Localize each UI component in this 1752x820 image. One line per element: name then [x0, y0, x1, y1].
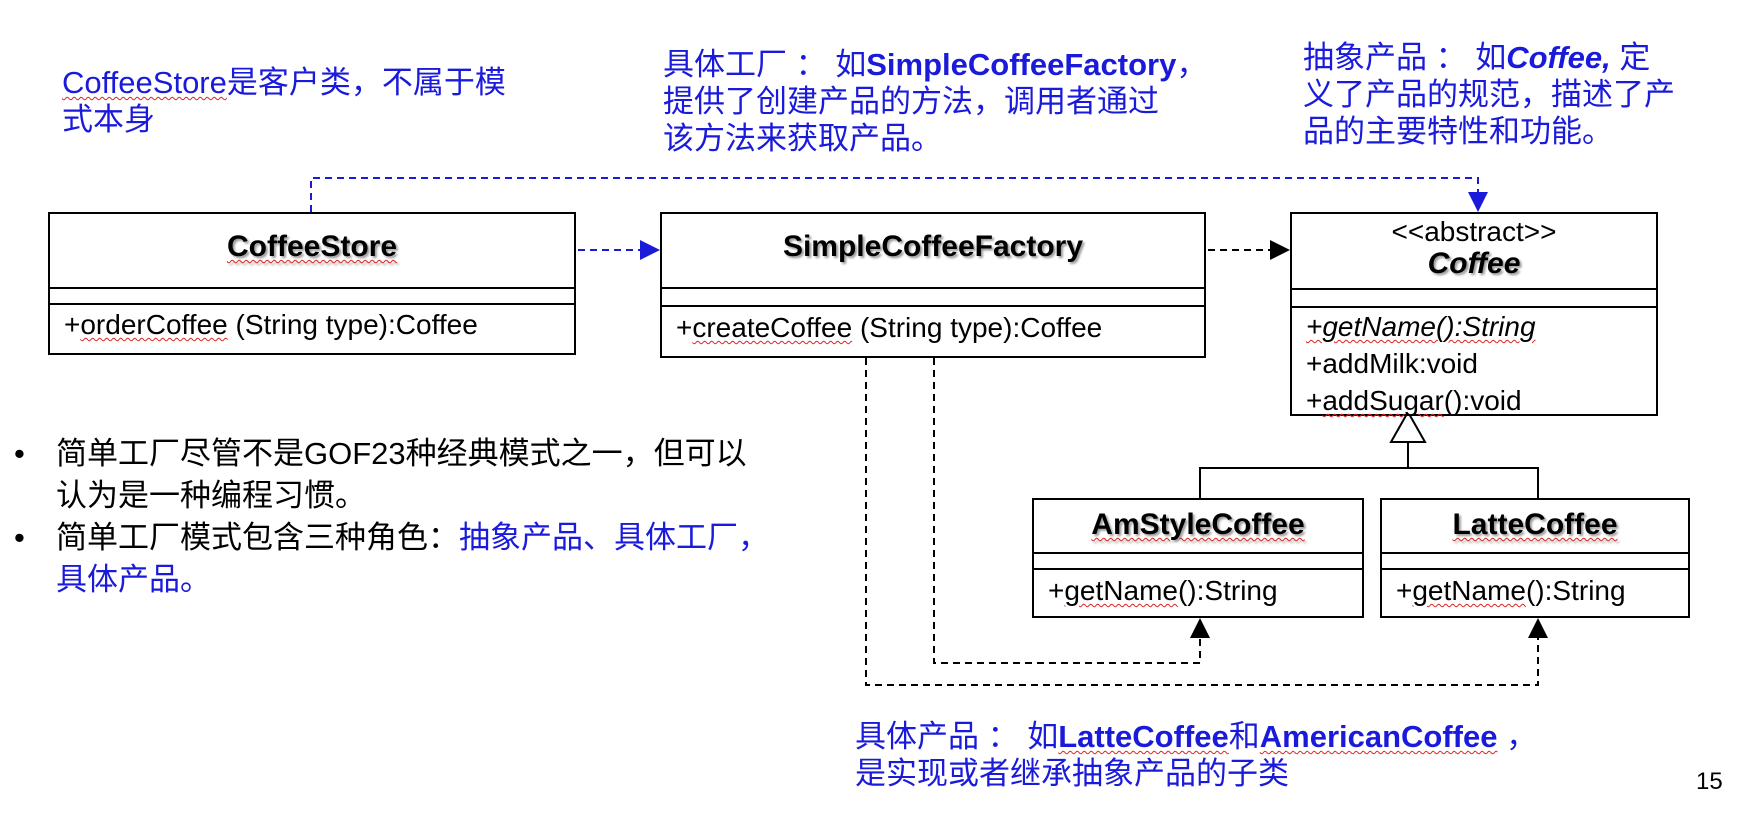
factory-note-line3: 该方法来获取产品。 [663, 121, 942, 156]
abstract-note-prefix: 抽象产品 ： 如 [1303, 40, 1507, 75]
class-amstylecoffee: AmStyleCoffee +getName():String [1032, 498, 1364, 618]
abstract-note: 抽象产品 ： 如Coffee, 定 义了产品的规范，描述了产 品的主要特性和功能… [1303, 39, 1675, 150]
class-coffee: <<abstract>> Coffee +getName():String +a… [1290, 212, 1658, 416]
concrete-note-american: AmericanCoffee [1259, 719, 1498, 754]
generalization-triangle [1389, 409, 1427, 443]
factory-note-class: SimpleCoffeeFactory [866, 47, 1177, 82]
factory-note-line2: 提供了创建产品的方法，调用者通过 [663, 84, 1159, 119]
am-header: AmStyleCoffee [1034, 500, 1362, 554]
coffee-op-addsugar: +addSugar():void [1306, 385, 1522, 416]
concrete-note-line2: 是实现或者继承抽象产品的子类 [855, 756, 1289, 791]
factory-note-comma: ， [1176, 47, 1208, 82]
coffee-header: <<abstract>> Coffee [1292, 214, 1656, 290]
factory-to-latte-dependency [865, 358, 1548, 686]
coffee-name: Coffee [1427, 247, 1521, 280]
coffee-op-addmilk: +addMilk:void [1306, 348, 1478, 379]
coffeestore-attributes [50, 287, 574, 305]
coffee-operations: +getName():String +addMilk:void +addSuga… [1292, 308, 1656, 419]
page-number: 15 [1696, 768, 1723, 795]
bullet-dot: • [14, 520, 25, 555]
latte-header: LatteCoffee [1382, 500, 1688, 554]
coffee-attributes [1292, 288, 1656, 308]
factory-note: 具体工厂 ： 如SimpleCoffeeFactory， 提供了创建产品的方法，… [663, 46, 1207, 157]
client-note-class: CoffeeStore [62, 65, 227, 100]
coffee-stereotype: <<abstract>> [1391, 216, 1557, 247]
factory-operation: +createCoffee (String type):Coffee [676, 312, 1103, 343]
coffeestore-name: CoffeeStore [226, 230, 398, 263]
client-note: CoffeeStore是客户类，不属于模 式本身 [62, 64, 506, 138]
factory-note-prefix: 具体工厂 ： 如 [663, 47, 867, 82]
client-note-line2: 式本身 [62, 102, 155, 137]
store-to-coffee-dependency [310, 177, 1488, 212]
class-lattecoffee: LatteCoffee +getName():String [1380, 498, 1690, 618]
abstract-note-line3: 品的主要特性和功能。 [1303, 114, 1613, 149]
class-simplecoffeefactory: SimpleCoffeeFactory +createCoffee (Strin… [660, 212, 1206, 358]
coffeestore-header: CoffeeStore [50, 214, 574, 289]
factory-to-am-dependency [933, 358, 1210, 664]
bullet-1: • 简单工厂尽管不是GOF23种经典模式之一，但可以 认为是一种编程习惯。 [14, 433, 874, 517]
concrete-note: 具体产品 ： 如LatteCoffee和AmericanCoffee ， 是实现… [855, 719, 1538, 791]
factory-header: SimpleCoffeeFactory [662, 214, 1204, 289]
latte-attributes [1382, 552, 1688, 570]
latte-operation: +getName():String [1396, 575, 1626, 606]
bullet-2: • 简单工厂模式包含三种角色：抽象产品、具体工厂， 具体产品。 [14, 517, 874, 601]
client-note-line1: 是客户类，不属于模 [226, 65, 506, 100]
concrete-note-latte: LatteCoffee [1058, 719, 1229, 754]
bullet-dot: • [14, 436, 25, 471]
am-name: AmStyleCoffee [1091, 508, 1305, 541]
coffee-op-getname: +getName():String [1306, 311, 1536, 342]
abstract-note-class: Coffee, [1506, 40, 1611, 75]
abstract-note-suffix: 定 [1610, 40, 1651, 75]
generalization-line [1199, 442, 1539, 498]
bullet-list: • 简单工厂尽管不是GOF23种经典模式之一，但可以 认为是一种编程习惯。 • … [14, 433, 874, 601]
am-operation: +getName():String [1048, 575, 1278, 606]
latte-name: LatteCoffee [1452, 508, 1618, 541]
factory-attributes [662, 287, 1204, 307]
coffeestore-operation: +orderCoffee (String type):Coffee [64, 309, 478, 340]
class-coffeestore: CoffeeStore +orderCoffee (String type):C… [48, 212, 576, 355]
abstract-note-line2: 义了产品的规范，描述了产 [1303, 77, 1675, 112]
am-attributes [1034, 552, 1362, 570]
factory-name: SimpleCoffeeFactory [782, 230, 1084, 263]
